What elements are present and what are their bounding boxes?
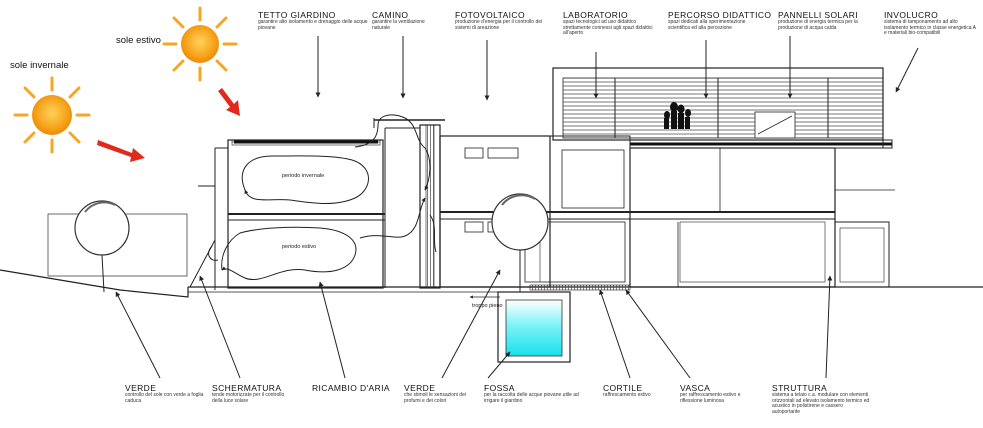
- summer-airflow-loop: [208, 197, 437, 280]
- winter-sunray-arrow-icon: [97, 140, 145, 162]
- label-green-senses: VERDE che stimoli le sensazioni dei prof…: [404, 383, 478, 404]
- overflow-label: troppo pieno: [472, 303, 503, 309]
- label-solar-panels: PANNELLI SOLARI produzione di energia te…: [778, 10, 878, 31]
- laboratory-upper-level: [552, 67, 893, 149]
- label-basin-desc: per raffrescamento estivo e riflessione …: [680, 392, 741, 404]
- tree-left-icon: [74, 200, 130, 293]
- label-basin: VASCA per raffrescamento estivo e rifles…: [680, 383, 760, 404]
- label-courtyard-desc: raffrescamento estivo: [603, 392, 651, 398]
- label-pit: FOSSA per la raccolta delle acque piovan…: [484, 383, 584, 404]
- label-chimney-desc: garantire la ventilazione naturale: [372, 19, 425, 31]
- label-green-deciduous-desc: controllo del sole con verde a foglia ca…: [125, 392, 204, 404]
- bottom-leader-lines: [115, 269, 833, 379]
- label-laboratory-desc: spazi tecnologici ad uso didattico stret…: [563, 19, 653, 37]
- label-photovoltaic: FOTOVOLTAICO produzione d'energia per il…: [455, 10, 553, 31]
- label-photovoltaic-desc: produzione d'energia per il controllo de…: [455, 19, 543, 31]
- label-shading: SCHERMATURA tende motorizzate per il con…: [212, 383, 292, 404]
- label-structure: STRUTTURA sistema a telaio c.a. modulare…: [772, 383, 872, 415]
- label-solar-panels-desc: produzione di energia termica per la pro…: [778, 19, 858, 31]
- label-green-senses-desc: che stimoli le sensazioni dei profumi e …: [404, 392, 466, 404]
- label-structure-desc: sistema a telaio c.a. modulare con eleme…: [772, 392, 870, 415]
- label-roof-garden-desc: garantire alto isolamento e drenaggio de…: [258, 19, 368, 31]
- summer-sun-label: sole estivo: [116, 35, 161, 46]
- label-air-exchange: RICAMBIO D'ARIA: [312, 383, 392, 393]
- label-envelope: INVOLUCRO sistema di tamponamento ad alt…: [884, 10, 978, 37]
- east-block: [629, 68, 895, 288]
- label-structure-title: STRUTTURA: [772, 383, 828, 393]
- label-air-exchange-title: RICAMBIO D'ARIA: [312, 383, 390, 393]
- top-leader-lines: [315, 36, 919, 101]
- chimney: [373, 118, 445, 289]
- label-envelope-desc: sistema di tamponamento ad alto isolamen…: [884, 19, 976, 37]
- winter-airflow-loop: [242, 114, 431, 205]
- label-green-deciduous: VERDE controllo del sole con verde a fog…: [125, 383, 205, 404]
- tree-center-icon: [491, 193, 549, 292]
- label-chimney-title: CAMINO: [372, 10, 409, 20]
- label-laboratory: LABORATORIO spazi tecnologici ad uso did…: [563, 10, 661, 37]
- stair-to-roof: [754, 111, 796, 139]
- winter-sun-label: sole invernale: [10, 60, 69, 71]
- label-shading-desc: tende motorizzate per il controllo della…: [212, 392, 285, 404]
- people-silhouette-icon: [664, 102, 691, 129]
- label-green-senses-title: VERDE: [404, 383, 436, 393]
- label-chimney: CAMINO garantire la ventilazione natural…: [372, 10, 442, 31]
- label-courtyard: CORTILE raffrescamento estivo: [603, 383, 673, 399]
- summer-sunray-arrow-icon: [218, 88, 240, 116]
- label-pit-desc: per la raccolta delle acque piovane util…: [484, 392, 579, 404]
- summer-period-label: periodo estivo: [282, 244, 317, 250]
- summer-sun-icon: [162, 6, 238, 82]
- screen-shading: [189, 185, 216, 288]
- label-solar-panels-title: PANNELLI SOLARI: [778, 10, 859, 20]
- winter-period-label: periodo invernale: [282, 173, 325, 179]
- label-basin-title: VASCA: [680, 383, 711, 393]
- label-envelope-title: INVOLUCRO: [884, 10, 939, 20]
- courtyard-grille: [529, 284, 631, 291]
- label-photovoltaic-title: FOTOVOLTAICO: [455, 10, 525, 20]
- label-laboratory-title: LABORATORIO: [563, 10, 629, 20]
- label-courtyard-title: CORTILE: [603, 383, 643, 393]
- rainwater-tank: [497, 291, 571, 363]
- label-shading-title: SCHERMATURA: [212, 383, 282, 393]
- label-roof-garden: TETTO GIARDINO garantire alto isolamento…: [258, 10, 370, 31]
- label-roof-garden-title: TETTO GIARDINO: [258, 10, 336, 20]
- label-pit-title: FOSSA: [484, 383, 515, 393]
- winter-sun-icon: [13, 76, 91, 154]
- label-didactic-path-desc: spazi dedicati alla sperimentazione scie…: [668, 19, 746, 31]
- label-didactic-path: PERCORSO DIDATTICO spazi dedicati alla s…: [668, 10, 772, 31]
- west-classroom-block: [214, 139, 385, 290]
- label-green-deciduous-title: VERDE: [125, 383, 157, 393]
- label-didactic-path-title: PERCORSO DIDATTICO: [668, 10, 772, 20]
